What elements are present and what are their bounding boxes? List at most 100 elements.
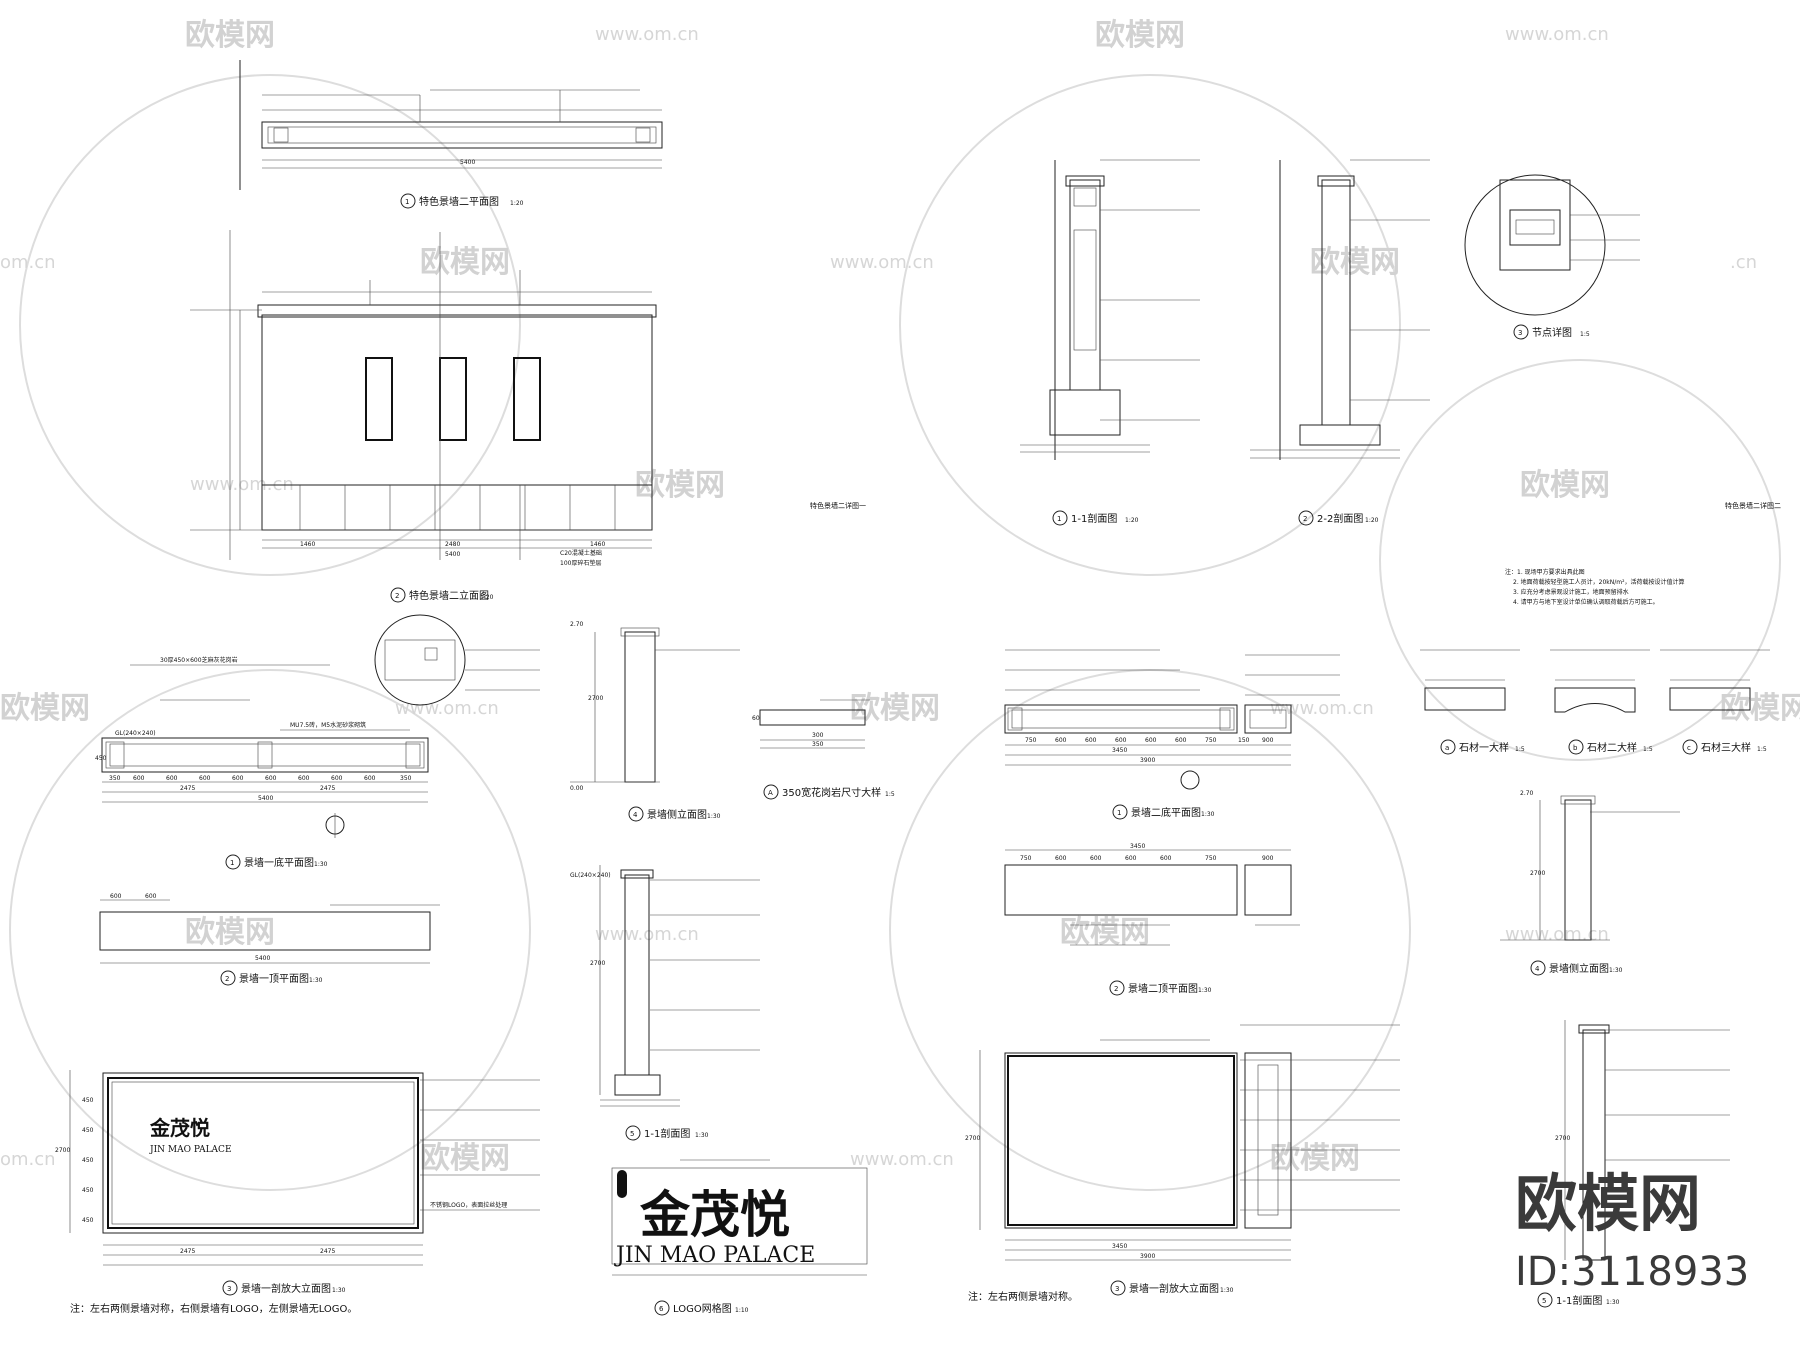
granite-detail: 300 350 60 A 350宽花岗岩尺寸大样 1:5 [752, 699, 895, 800]
watermark-url: www.om.cn [1505, 24, 1609, 45]
logo-cn-small: 金茂悦 [149, 1116, 210, 1140]
svg-text:600: 600 [1125, 855, 1137, 862]
svg-text:景墙一剖放大立面图: 景墙一剖放大立面图 [241, 1282, 331, 1295]
watermark-brand: 欧模网 [420, 1141, 510, 1176]
wall2-top-plan: 750 600 600 600 600 750 900 3450 2 景墙二顶平… [1004, 843, 1300, 996]
svg-text:600: 600 [1055, 855, 1067, 862]
svg-text:600: 600 [298, 775, 310, 782]
svg-text:600: 600 [199, 775, 211, 782]
wall2-plan-view: 5400 1 特色景墙二平面图 1:20 [239, 60, 663, 209]
svg-text:600: 600 [1090, 855, 1102, 862]
svg-text:a: a [1445, 744, 1449, 752]
section-2-2: 2 2-2剖面图 1:20 [1250, 159, 1430, 526]
svg-text:2. 地面荷载按轻型施工人员计，20kN/m²，活荷载按设计: 2. 地面荷载按轻型施工人员计，20kN/m²，活荷载按设计值计算 [1513, 578, 1685, 586]
svg-text:1: 1 [230, 859, 234, 867]
svg-text:2475: 2475 [180, 785, 195, 792]
watermark-brand: 欧模网 [185, 18, 275, 53]
svg-text:2700: 2700 [588, 695, 603, 702]
svg-text:450: 450 [82, 1097, 94, 1104]
logo-en-small: JIN MAO PALACE [149, 1145, 232, 1155]
svg-text:5: 5 [1542, 1297, 1546, 1305]
svg-text:750: 750 [1205, 855, 1217, 862]
watermark-url: om.cn [0, 252, 56, 273]
svg-text:景墙二顶平面图: 景墙二顶平面图 [1128, 982, 1198, 995]
svg-text:600: 600 [1115, 737, 1127, 744]
svg-text:2: 2 [225, 975, 229, 983]
node-detail: 3 节点详图 1:5 特色景墙二详图二 [1464, 174, 1781, 510]
svg-text:300: 300 [812, 732, 824, 739]
svg-text:600: 600 [166, 775, 178, 782]
watermark-circle [1379, 359, 1781, 761]
wall2-elevation-view: 1460 2480 1460 5400 C20混凝土基础 100厚碎石垫层 2 … [190, 230, 866, 603]
watermark-brand: 欧模网 [185, 915, 275, 950]
svg-text:2: 2 [1114, 985, 1118, 993]
svg-text:1:5: 1:5 [1515, 746, 1525, 753]
svg-text:350: 350 [400, 775, 412, 782]
watermark-brand: 欧模网 [1520, 468, 1610, 503]
watermark-brand: 欧模网 [0, 691, 90, 726]
svg-text:3: 3 [1518, 329, 1522, 337]
brand-logo-text: 欧模网 [1515, 1167, 1701, 1240]
svg-text:60: 60 [752, 715, 760, 722]
svg-text:600: 600 [232, 775, 244, 782]
svg-text:1:30: 1:30 [1609, 967, 1623, 974]
svg-text:450: 450 [82, 1157, 94, 1164]
wall1-section-1-1: 2700 GL(240×240) 5 1-1剖面图 1:30 [570, 865, 760, 1141]
svg-text:350宽花岗岩尺寸大样: 350宽花岗岩尺寸大样 [782, 786, 881, 799]
svg-text:特色景墙二详图二: 特色景墙二详图二 [1725, 501, 1781, 510]
svg-text:1: 1 [1117, 809, 1121, 817]
svg-text:GL(240×240): GL(240×240) [570, 872, 611, 879]
svg-text:3: 3 [1115, 1285, 1119, 1293]
svg-text:GL(240×240): GL(240×240) [115, 730, 156, 737]
svg-text:600: 600 [1145, 737, 1157, 744]
svg-text:景墙一剖放大立面图: 景墙一剖放大立面图 [1129, 1282, 1219, 1295]
svg-text:750: 750 [1020, 855, 1032, 862]
svg-text:30厚450×600芝麻灰花岗岩: 30厚450×600芝麻灰花岗岩 [160, 656, 238, 664]
wall2-base-plan: 750 600 600 600 600 600 750 150 900 3450… [1004, 649, 1340, 820]
logo-en: JIN MAO PALACE [614, 1243, 815, 1268]
svg-text:2475: 2475 [180, 1248, 195, 1255]
svg-text:3450: 3450 [1112, 1243, 1127, 1250]
svg-text:600: 600 [145, 893, 157, 900]
svg-text:600: 600 [331, 775, 343, 782]
wall1-top-plan: 600 600 5400 2 景墙一顶平面图 1:30 [99, 893, 440, 986]
svg-text:2475: 2475 [320, 785, 335, 792]
svg-text:c: c [1687, 744, 1691, 752]
svg-text:150: 150 [1238, 737, 1250, 744]
svg-text:1:30: 1:30 [1201, 811, 1215, 818]
svg-text:600: 600 [1175, 737, 1187, 744]
svg-text:3: 3 [227, 1285, 231, 1293]
dim-text: 5400 [460, 159, 475, 166]
svg-text:0.00: 0.00 [570, 785, 584, 792]
logo-cn: 金茂悦 [640, 1185, 790, 1244]
watermark-brand: 欧模网 [1060, 915, 1150, 950]
svg-text:不锈钢LOGO，表面拉丝处理: 不锈钢LOGO，表面拉丝处理 [430, 1201, 507, 1209]
svg-text:4. 请甲方与地下室设计单位确认调取荷载后方可施工。: 4. 请甲方与地下室设计单位确认调取荷载后方可施工。 [1513, 598, 1659, 606]
svg-text:1:30: 1:30 [707, 813, 721, 820]
svg-text:2700: 2700 [965, 1135, 980, 1142]
svg-text:3450: 3450 [1130, 843, 1145, 850]
svg-text:特色景墙二立面图: 特色景墙二立面图 [409, 589, 489, 602]
svg-text:b: b [1573, 744, 1578, 752]
svg-text:1:30: 1:30 [314, 861, 328, 868]
brand-block: 欧模网 ID:3118933 [1515, 1167, 1749, 1295]
svg-text:450: 450 [82, 1187, 94, 1194]
svg-text:1: 1 [1057, 515, 1061, 523]
svg-text:100厚碎石垫层: 100厚碎石垫层 [560, 559, 601, 567]
svg-text:1-1剖面图: 1-1剖面图 [644, 1127, 690, 1140]
watermark-brand: 欧模网 [1095, 18, 1185, 53]
logo-grid: 金茂悦 JIN MAO PALACE 6 LOGO网格图 1:10 [611, 1159, 868, 1316]
svg-text:1:5: 1:5 [1580, 331, 1590, 338]
svg-text:景墙一顶平面图: 景墙一顶平面图 [239, 972, 309, 985]
wall1-base-plan: 350 600 600 600 600 600 600 600 600 350 … [95, 614, 540, 870]
wall2-enlarged-elevation: 2700 3450 3900 3 景墙一剖放大立面图 1:30 注：左右两侧景墙… [965, 1024, 1400, 1303]
watermark-brand: 欧模网 [420, 245, 510, 280]
svg-text:1:30: 1:30 [695, 1132, 709, 1139]
svg-text:石材二大样: 石材二大样 [1587, 741, 1637, 754]
svg-text:600: 600 [364, 775, 376, 782]
watermark-circle [899, 74, 1401, 576]
svg-text:1:20: 1:20 [510, 200, 524, 207]
svg-text:1:20: 1:20 [480, 594, 494, 601]
svg-text:2: 2 [395, 592, 399, 600]
